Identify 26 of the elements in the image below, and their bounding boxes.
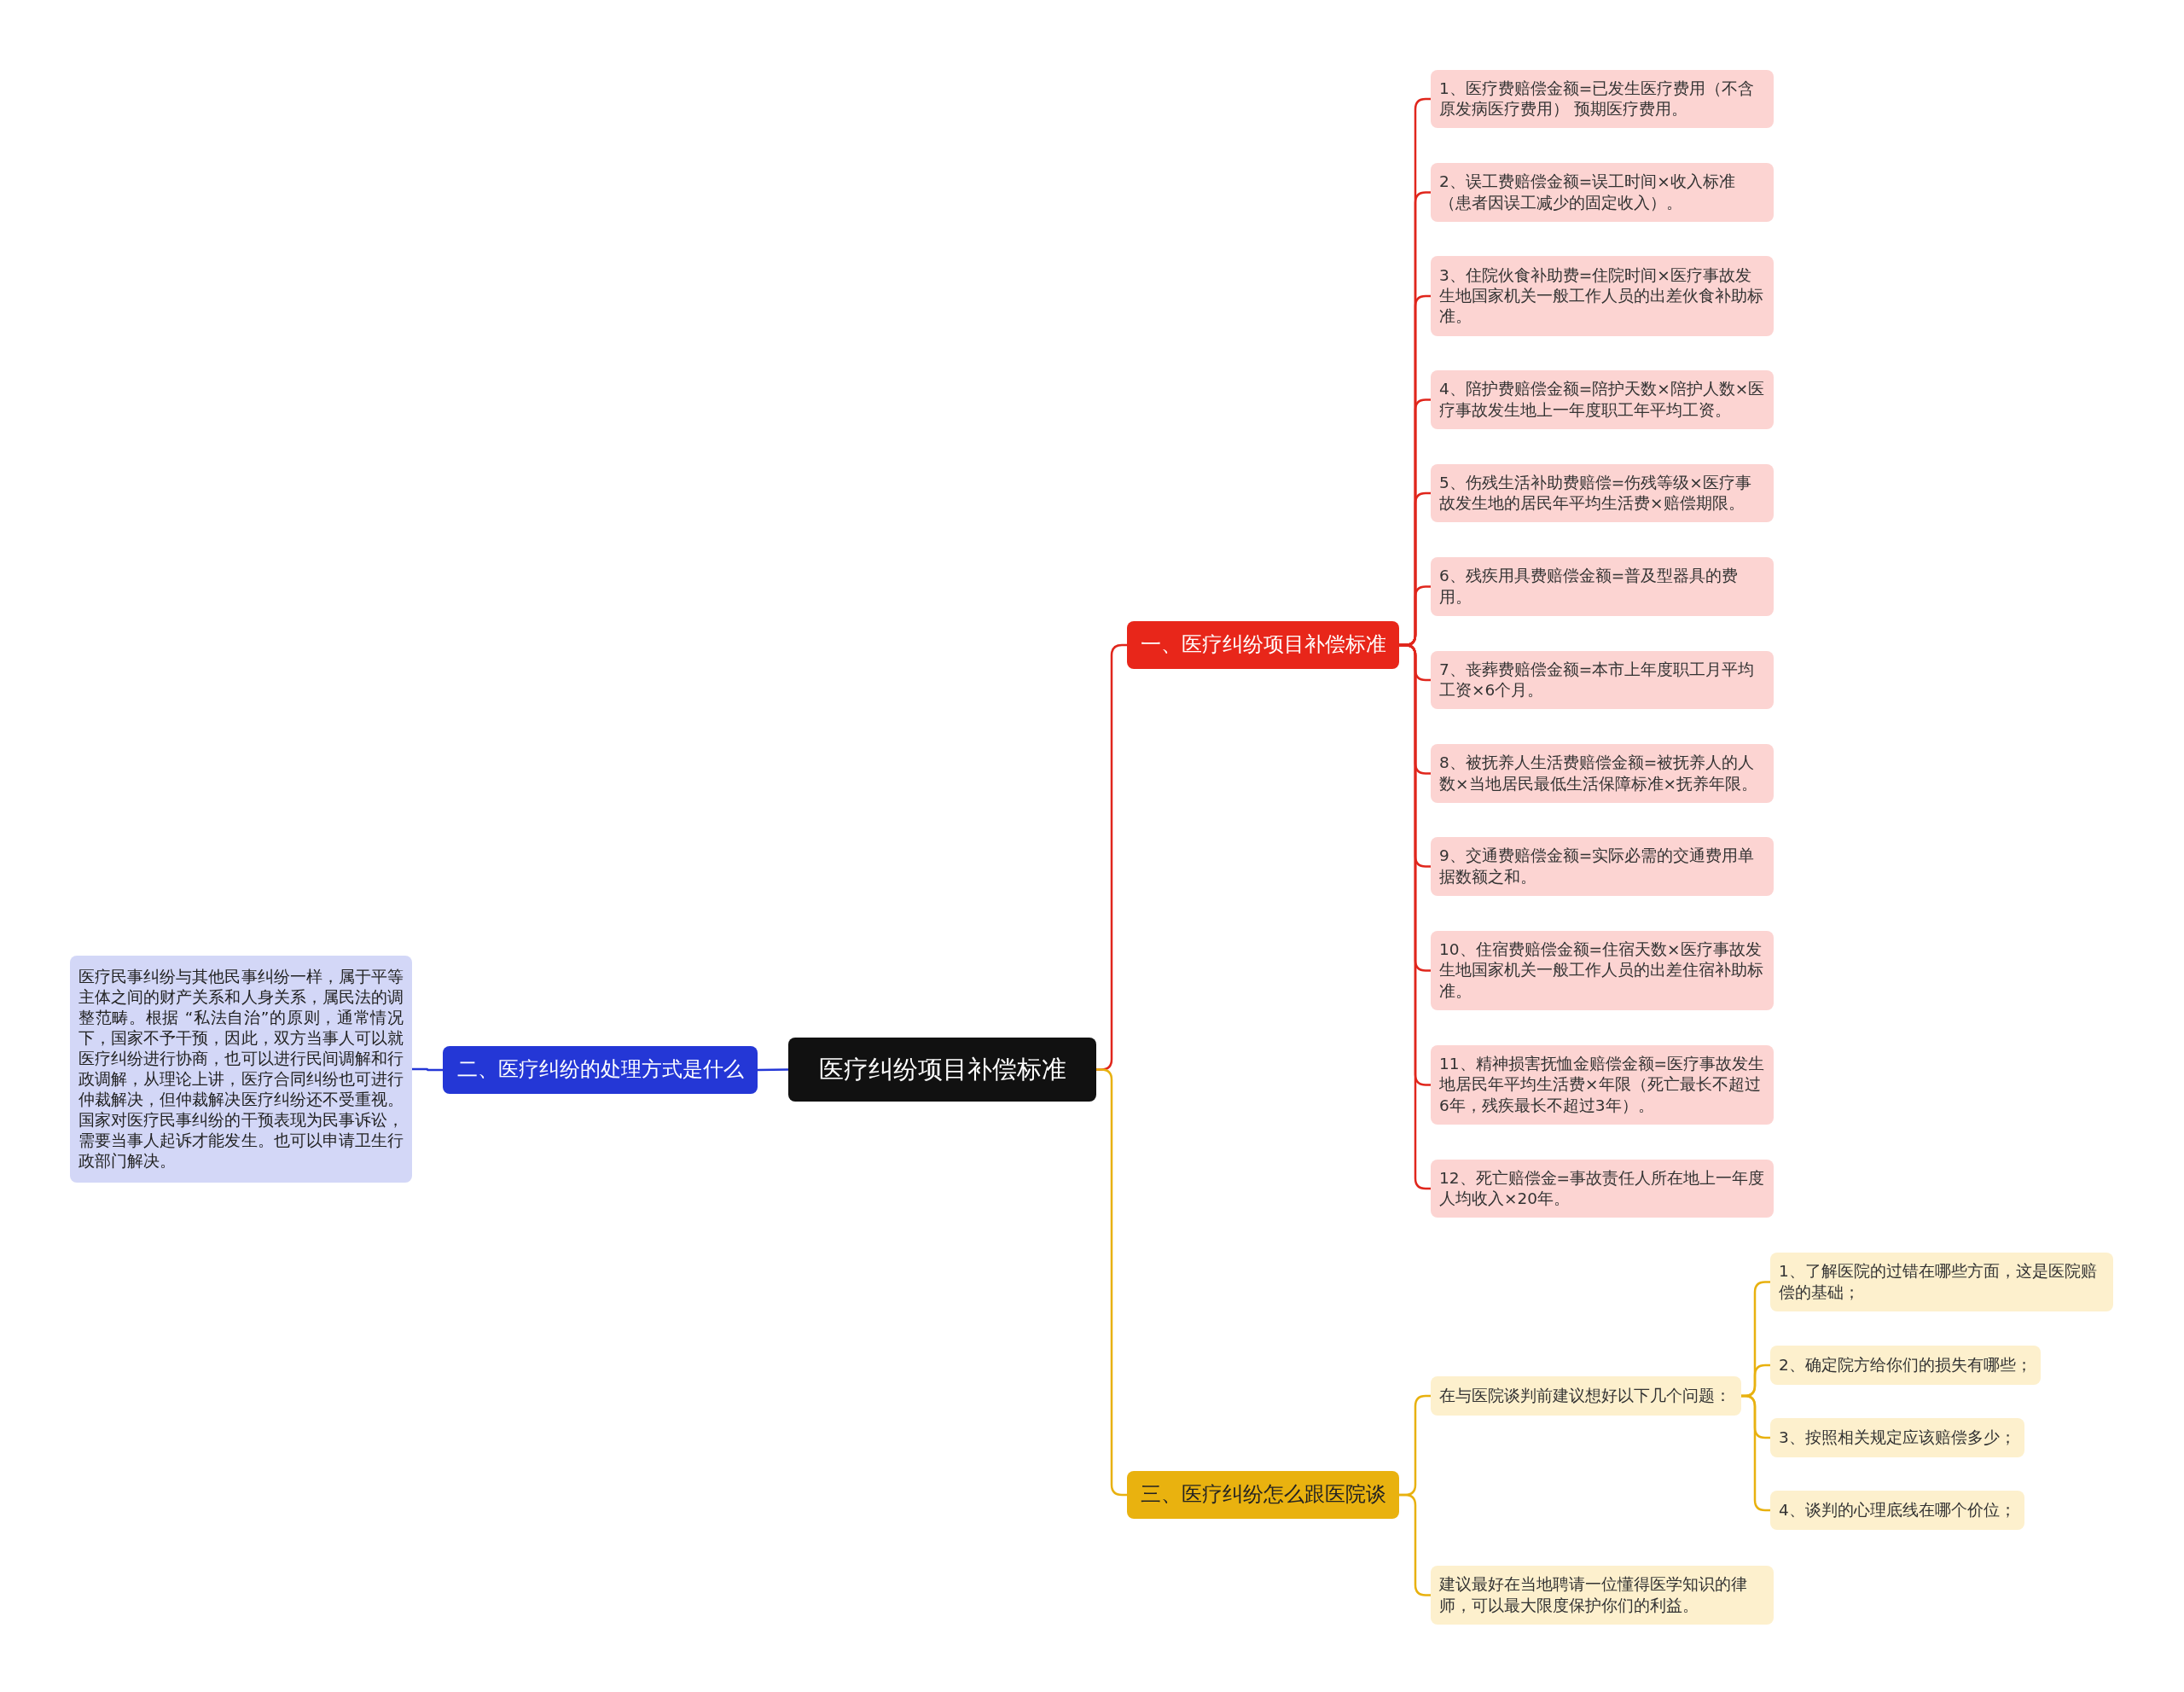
branch-topic-box: 二、医疗纠纷的处理方式是什么 (443, 1046, 758, 1094)
item-box: 1、医疗费赔偿金额=已发生医疗费用（不含原发病医疗费用） 预期医疗费用。 (1431, 70, 1774, 128)
item-box: 2、确定院方给你们的损失有哪些； (1770, 1346, 2041, 1385)
branch-topic-box: 一、医疗纠纷项目补偿标准 (1127, 621, 1399, 669)
item-box: 建议最好在当地聘请一位懂得医学知识的律师，可以最大限度保护你们的利益。 (1431, 1566, 1774, 1625)
item-box: 8、被抚养人生活费赔偿金额=被抚养人的人数×当地居民最低生活保障标准×抚养年限。 (1431, 744, 1774, 803)
connector-line (758, 1068, 788, 1072)
item-box: 6、残疾用具费赔偿金额=普及型器具的费用。 (1431, 557, 1774, 616)
item-box: 11、精神损害抚恤金赔偿金额=医疗事故发生地居民年平均生活费×年限（死亡最长不超过6年，残疾最长不超过3年）。 (1431, 1045, 1774, 1125)
connector-line (1096, 1068, 1127, 1497)
item-box: 3、按照相关规定应该赔偿多少； (1770, 1418, 2024, 1457)
item-box: 4、谈判的心理底线在哪个价位； (1770, 1491, 2024, 1530)
item-box: 4、陪护费赔偿金额=陪护天数×陪护人数×医疗事故发生地上一年度职工年平均工资。 (1431, 370, 1774, 429)
item-box: 2、误工费赔偿金额=误工时间×收入标准（患者因误工减少的固定收入）。 (1431, 163, 1774, 222)
item-box: 5、伤残生活补助费赔偿=伤残等级×医疗事故发生地的居民年平均生活费×赔偿期限。 (1431, 464, 1774, 522)
connector-line (412, 1067, 443, 1072)
branch-topic-box: 三、医疗纠纷怎么跟医院谈 (1127, 1471, 1399, 1519)
item-box: 7、丧葬费赔偿金额=本市上年度职工月平均工资×6个月。 (1431, 651, 1774, 709)
item-box: 3、住院伙食补助费=住院时间×医疗事故发生地国家机关一般工作人员的出差伙食补助标准。 (1431, 256, 1774, 336)
item-box: 12、死亡赔偿金=事故责任人所在地上一年度人均收入×20年。 (1431, 1160, 1774, 1218)
item-box: 10、住宿费赔偿金额=住宿天数×医疗事故发生地国家机关一般工作人员的出差住宿补助标准。 (1431, 931, 1774, 1010)
central-topic-box: 医疗纠纷项目补偿标准 (788, 1038, 1096, 1102)
item-box: 1、了解医院的过错在哪些方面，这是医院赔偿的基础； (1770, 1253, 2113, 1311)
item-box: 在与医院谈判前建议想好以下几个问题： (1431, 1376, 1741, 1416)
text-box: 医疗民事纠纷与其他民事纠纷一样，属于平等主体之间的财产关系和人身关系，属民法的调整范畴。根据 “私法自治”的原则，通常情况下，国家不予干预，因此，双方当事人可以就医疗纠纷进行协商，也可以进行民间调解和行政调解，从理论上讲，医疗合同纠纷也可进行仲裁解决，但仲裁解决医疗纠纷还不受重视。国家对医疗民事纠纷的干预表现为民事诉讼，需要当事人起诉才能发生。也可以申请卫生行政部门解决。 (70, 956, 412, 1183)
item-box: 9、交通费赔偿金额=实际必需的交通费用单据数额之和。 (1431, 837, 1774, 896)
